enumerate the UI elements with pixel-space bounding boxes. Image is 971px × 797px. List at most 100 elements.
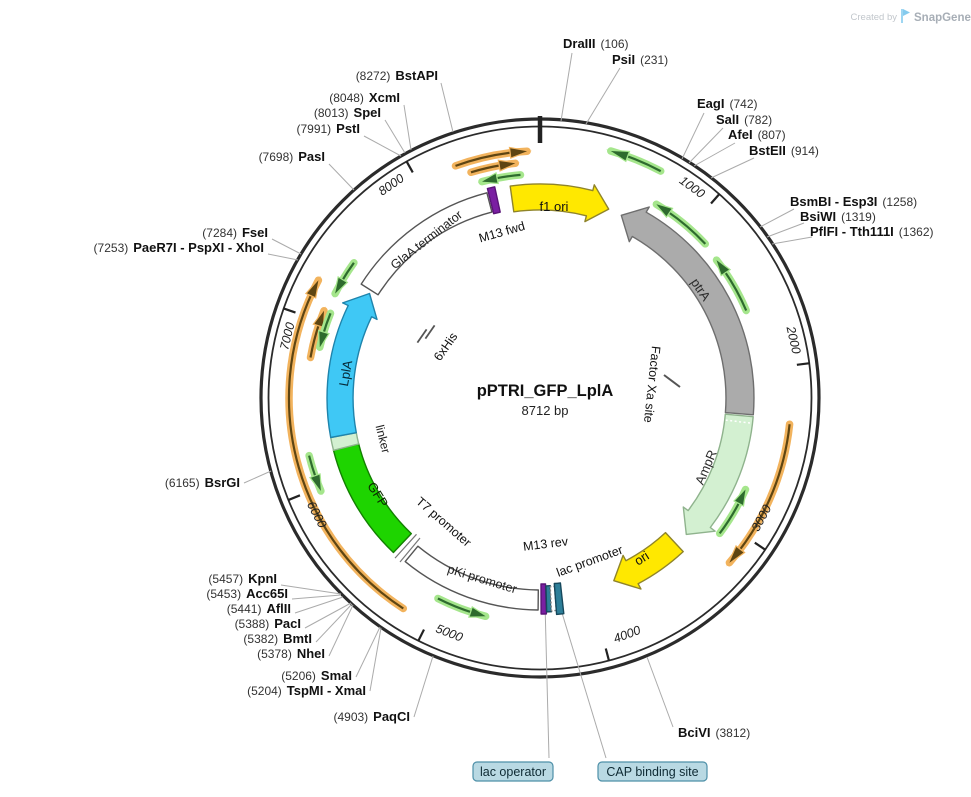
- feature-label-m13-rev: M13 rev: [522, 534, 569, 553]
- feature-pki-promoter[interactable]: [404, 545, 539, 611]
- bp-tick: [604, 648, 611, 662]
- enzyme-label-TspMIXmaI[interactable]: (5204)TspMI - XmaI: [247, 683, 366, 698]
- enzyme-leader-line: [267, 253, 299, 261]
- enzyme-label-EagI[interactable]: EagI(742): [697, 96, 757, 111]
- orf-arrowhead: [713, 256, 732, 277]
- enzyme-leader-line: [355, 626, 381, 678]
- orf-arrowhead: [468, 605, 490, 618]
- enzyme-leader-line: [688, 127, 724, 164]
- enzyme-label-SalI[interactable]: SalI(782): [716, 112, 772, 127]
- enzyme-label-KpnI[interactable]: (5457)KpnI: [208, 571, 277, 586]
- orf-arrowhead: [726, 545, 746, 567]
- enzyme-label-AfeI[interactable]: AfeI(807): [728, 127, 786, 142]
- feature-m13-fwd[interactable]: [486, 186, 501, 215]
- enzyme-name: SpeI: [354, 105, 381, 120]
- enzyme-leader-line: [560, 52, 573, 122]
- feature-LplA[interactable]: [326, 292, 378, 439]
- enzyme-label-XcmI[interactable]: (8048)XcmI: [329, 90, 400, 105]
- enzyme-name: BmtI: [283, 631, 312, 646]
- feature-label-m13-fwd: M13 fwd: [477, 219, 526, 245]
- enzyme-label-PflFITth111I[interactable]: PflFI - Tth111I(1362): [810, 224, 933, 239]
- bp-tick-label: 2000: [783, 324, 803, 355]
- callout-text: CAP binding site: [606, 765, 698, 779]
- enzyme-name: PsiI: [612, 52, 635, 67]
- enzyme-leader-line: [315, 603, 353, 643]
- bp-tick: [405, 160, 414, 173]
- enzyme-leader-line: [328, 163, 355, 191]
- enzyme-label-BsiWI[interactable]: BsiWI(1319): [800, 209, 876, 224]
- enzyme-leader-line: [369, 627, 382, 692]
- enzyme-label-BstAPI[interactable]: (8272)BstAPI: [356, 68, 438, 83]
- enzyme-label-BsmBIEsp3I[interactable]: BsmBI - Esp3I(1258): [790, 194, 917, 209]
- callout-cap-binding-site[interactable]: CAP binding site: [597, 761, 708, 782]
- callout-box[interactable]: [597, 761, 708, 782]
- enzyme-leader-line: [771, 236, 813, 245]
- feature-lac-operator-bar[interactable]: [545, 585, 553, 613]
- enzyme-name: PacI: [274, 616, 301, 631]
- orf-arrow-green: [316, 309, 335, 352]
- enzyme-pos: (6165): [165, 476, 200, 490]
- orf-arrow-orange: [306, 306, 328, 362]
- bp-tick: [710, 192, 721, 205]
- enzyme-label-AflII[interactable]: (5441)AflII: [227, 601, 291, 616]
- enzyme-label-BsrGI[interactable]: (6165) BsrGI: [165, 475, 240, 490]
- enzyme-label-FseI[interactable]: (7284)FseI: [202, 225, 268, 240]
- callout-leader-line: [544, 602, 550, 759]
- site-label-factor-xa-site: Factor Xa site: [641, 345, 663, 423]
- enzyme-name: BsrGI: [205, 475, 240, 490]
- feature-label-f1-ori: f1 ori: [540, 199, 569, 214]
- orf-arrow-orange: [285, 275, 408, 613]
- enzyme-pos: (742): [729, 97, 757, 111]
- orf-arrow-green: [715, 485, 750, 538]
- feature-glaA-terminator[interactable]: [360, 192, 493, 296]
- feature-ptrA[interactable]: [620, 206, 755, 416]
- orf-arrow-green: [477, 171, 525, 186]
- callout-lac-operator[interactable]: lac operator: [472, 761, 554, 782]
- orf-arrow-orange: [467, 159, 520, 177]
- feature-f1-ori[interactable]: [509, 183, 610, 223]
- orf-arrowhead: [308, 473, 323, 496]
- enzyme-label-PacI[interactable]: (5388) PacI: [235, 616, 301, 631]
- enzyme-label-PaqCI[interactable]: (4903)PaqCI: [333, 709, 410, 724]
- feature-cap-binding-site-bar[interactable]: [553, 582, 565, 616]
- enzyme-label-BciVI[interactable]: BciVI(3812): [678, 725, 750, 740]
- enzyme-label-NheI[interactable]: (5378)NheI: [257, 646, 325, 661]
- enzyme-label-PsiI[interactable]: PsiI(231): [612, 52, 668, 67]
- enzyme-leader-line: [384, 119, 406, 154]
- feature-m13-rev[interactable]: [540, 583, 548, 615]
- callout-box[interactable]: [472, 761, 554, 782]
- enzyme-label-BmtI[interactable]: (5382)BmtI: [243, 631, 312, 646]
- enzyme-pos: (1258): [882, 195, 917, 209]
- enzyme-label-SmaI[interactable]: (5206)SmaI: [281, 668, 352, 683]
- enzyme-pos: (5388): [235, 617, 270, 631]
- enzyme-name: PasI: [298, 149, 325, 164]
- enzyme-label-BstEII[interactable]: BstEII(914): [749, 143, 819, 158]
- feature-AmpR[interactable]: [682, 413, 754, 536]
- bp-tick-label: 8000: [376, 171, 407, 198]
- enzyme-name: PaqCI: [373, 709, 410, 724]
- enzyme-label-SpeI[interactable]: (8013)SpeI: [314, 105, 381, 120]
- marker-break-slash-2: [394, 533, 417, 559]
- bp-tick-label: 7000: [277, 321, 297, 351]
- enzyme-pos: (914): [791, 144, 819, 158]
- enzyme-pos: (7698): [259, 150, 294, 164]
- enzyme-label-PaeR7IPspXIXhoI[interactable]: (7253)PaeR7I - PspXI - XhoI: [94, 240, 264, 255]
- credit-brand: SnapGene: [914, 12, 971, 24]
- bp-tick: [754, 541, 767, 551]
- enzyme-pos: (7991): [296, 122, 331, 136]
- orf-arrowhead: [508, 146, 532, 159]
- enzyme-label-PasI[interactable]: (7698) PasI: [259, 149, 325, 164]
- bp-tick-label: 3000: [749, 502, 775, 533]
- enzyme-label-PstI[interactable]: (7991)PstI: [296, 121, 360, 136]
- enzyme-name: Acc65I: [246, 586, 288, 601]
- bp-tick-label: 5000: [434, 622, 465, 645]
- bp-tick: [287, 494, 301, 502]
- feature-ori[interactable]: [613, 531, 684, 590]
- enzyme-pos: (106): [601, 37, 629, 51]
- enzyme-label-DraIII[interactable]: DraIII (106): [563, 36, 629, 51]
- enzyme-leader-line: [710, 157, 755, 179]
- enzyme-label-Acc65I[interactable]: (5453)Acc65I: [206, 586, 288, 601]
- bp-tick: [282, 307, 296, 314]
- enzyme-name: DraIII: [563, 36, 596, 51]
